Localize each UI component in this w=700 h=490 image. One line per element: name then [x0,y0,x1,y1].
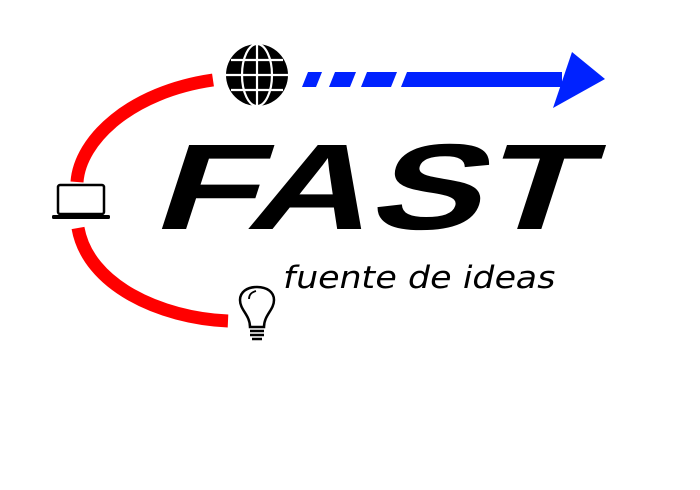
red-arc-bottom [71,226,229,328]
laptop-icon [52,183,110,219]
lightbulb-icon [238,285,276,341]
globe-icon [226,42,288,108]
logo-title: FAST [142,119,616,255]
red-arc-top [70,73,214,183]
logo-tagline: fuente de ideas [280,260,560,296]
arrow-right-icon [302,52,605,108]
